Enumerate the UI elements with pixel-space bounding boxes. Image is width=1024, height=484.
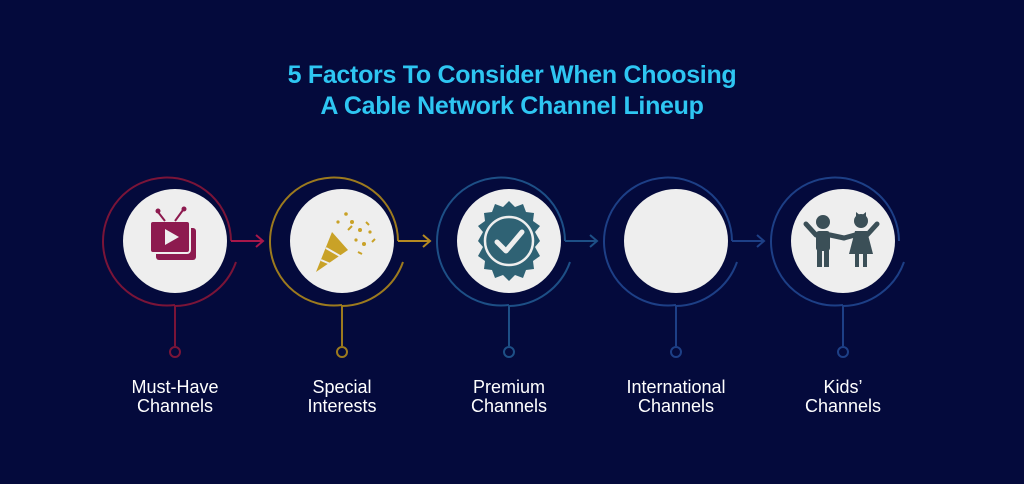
kids-icon [803, 212, 880, 267]
icon-circle [624, 189, 728, 293]
label-line-1: Premium [472, 377, 545, 397]
label-line-2: Channels [637, 396, 715, 416]
label-line-2: Interests [307, 396, 377, 416]
tv-play-icon [149, 206, 196, 260]
label-line-1: Special [312, 377, 372, 397]
badge-check-icon [478, 201, 540, 281]
connector-dot [336, 346, 348, 358]
connector-dot [837, 346, 849, 358]
label-line-1: International [626, 377, 726, 397]
icon-circle [290, 189, 394, 293]
connector-dot [503, 346, 515, 358]
label-line-2: Channels [804, 396, 882, 416]
factor-must-have-channels [102, 176, 265, 358]
title-line-1: 5 Factors To Consider When Choosing [287, 61, 737, 89]
party-popper-icon [316, 212, 376, 272]
connector-dot [169, 346, 181, 358]
label-premium-channels: Premium Channels [439, 378, 579, 416]
factor-kids-channels [770, 176, 905, 358]
factor-international-channels [603, 176, 766, 358]
label-line-1: Kids’ [823, 377, 863, 397]
icon-circle [791, 189, 895, 293]
label-must-have-channels: Must-Have Channels [105, 378, 245, 416]
label-kids-channels: Kids’ Channels [773, 378, 913, 416]
page-title: 5 Factors To Consider When Choosing A Ca… [0, 60, 1024, 122]
factor-special-interests [269, 176, 432, 358]
label-international-channels: International Channels [606, 378, 746, 416]
label-line-2: Channels [136, 396, 214, 416]
label-special-interests: Special Interests [272, 378, 412, 416]
connector-dot [670, 346, 682, 358]
label-line-1: Must-Have [131, 377, 219, 397]
label-line-2: Channels [470, 396, 548, 416]
factor-premium-channels [436, 176, 599, 358]
title-line-2: A Cable Network Channel Lineup [320, 92, 704, 120]
